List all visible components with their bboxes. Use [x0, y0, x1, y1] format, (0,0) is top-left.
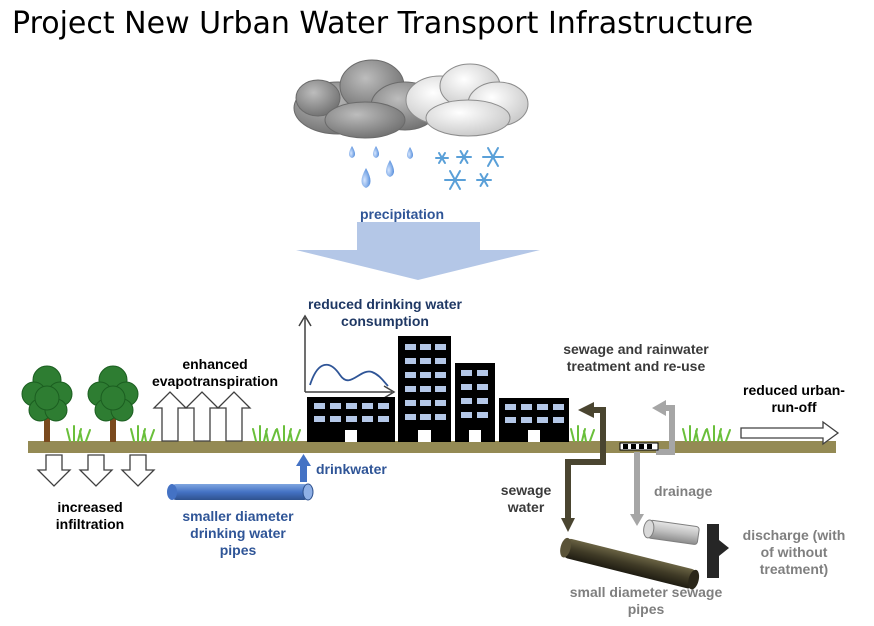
consumption-chart-icon — [298, 314, 396, 399]
drain-grate-icon — [619, 442, 659, 451]
discharge-label: discharge (with of without treatment) — [742, 527, 846, 577]
drainage-path — [630, 400, 675, 526]
drainage-pipe — [643, 519, 700, 545]
reduced-consumption-label: reduced drinking water consumption — [307, 296, 463, 329]
tree-icon — [21, 365, 73, 442]
drinking-water-pipe — [167, 483, 314, 501]
cloud-icon — [293, 59, 440, 139]
raindrop-icon — [349, 146, 413, 188]
ground-strip — [28, 441, 836, 453]
building-windows — [314, 344, 564, 442]
evapotranspiration-arrows — [152, 391, 252, 442]
sewage-path — [561, 402, 606, 532]
snowflake-icon — [435, 147, 504, 190]
reduced-runoff-label: reduced urban- run-off — [743, 382, 845, 415]
runoff-arrow — [740, 420, 840, 446]
drinkwater-arrow — [296, 454, 311, 482]
evapotranspiration-label: enhanced evapotranspiration — [151, 356, 279, 389]
drinking-pipes-label: smaller diameter drinking water pipes — [182, 508, 294, 558]
cloud-icon — [405, 63, 529, 137]
infiltration-label: increased infiltration — [55, 499, 125, 532]
infiltration-arrows — [36, 454, 156, 487]
sewage-rainwater-label: sewage and rainwater treatment and re-us… — [563, 341, 709, 374]
sewage-pipe — [560, 537, 700, 590]
discharge-outlet — [707, 524, 729, 578]
precipitation-label: precipitation — [360, 206, 445, 222]
sewage-water-label: sewage water — [500, 482, 552, 515]
page-title: Project New Urban Water Transport Infras… — [12, 6, 754, 41]
drainage-label: drainage — [654, 483, 713, 499]
grass-icon — [66, 425, 731, 442]
sewage-pipes-label: small diameter sewage pipes — [569, 584, 723, 617]
precipitation-arrow — [296, 222, 540, 280]
tree-icon — [87, 365, 139, 442]
drinkwater-label: drinkwater — [316, 461, 387, 477]
